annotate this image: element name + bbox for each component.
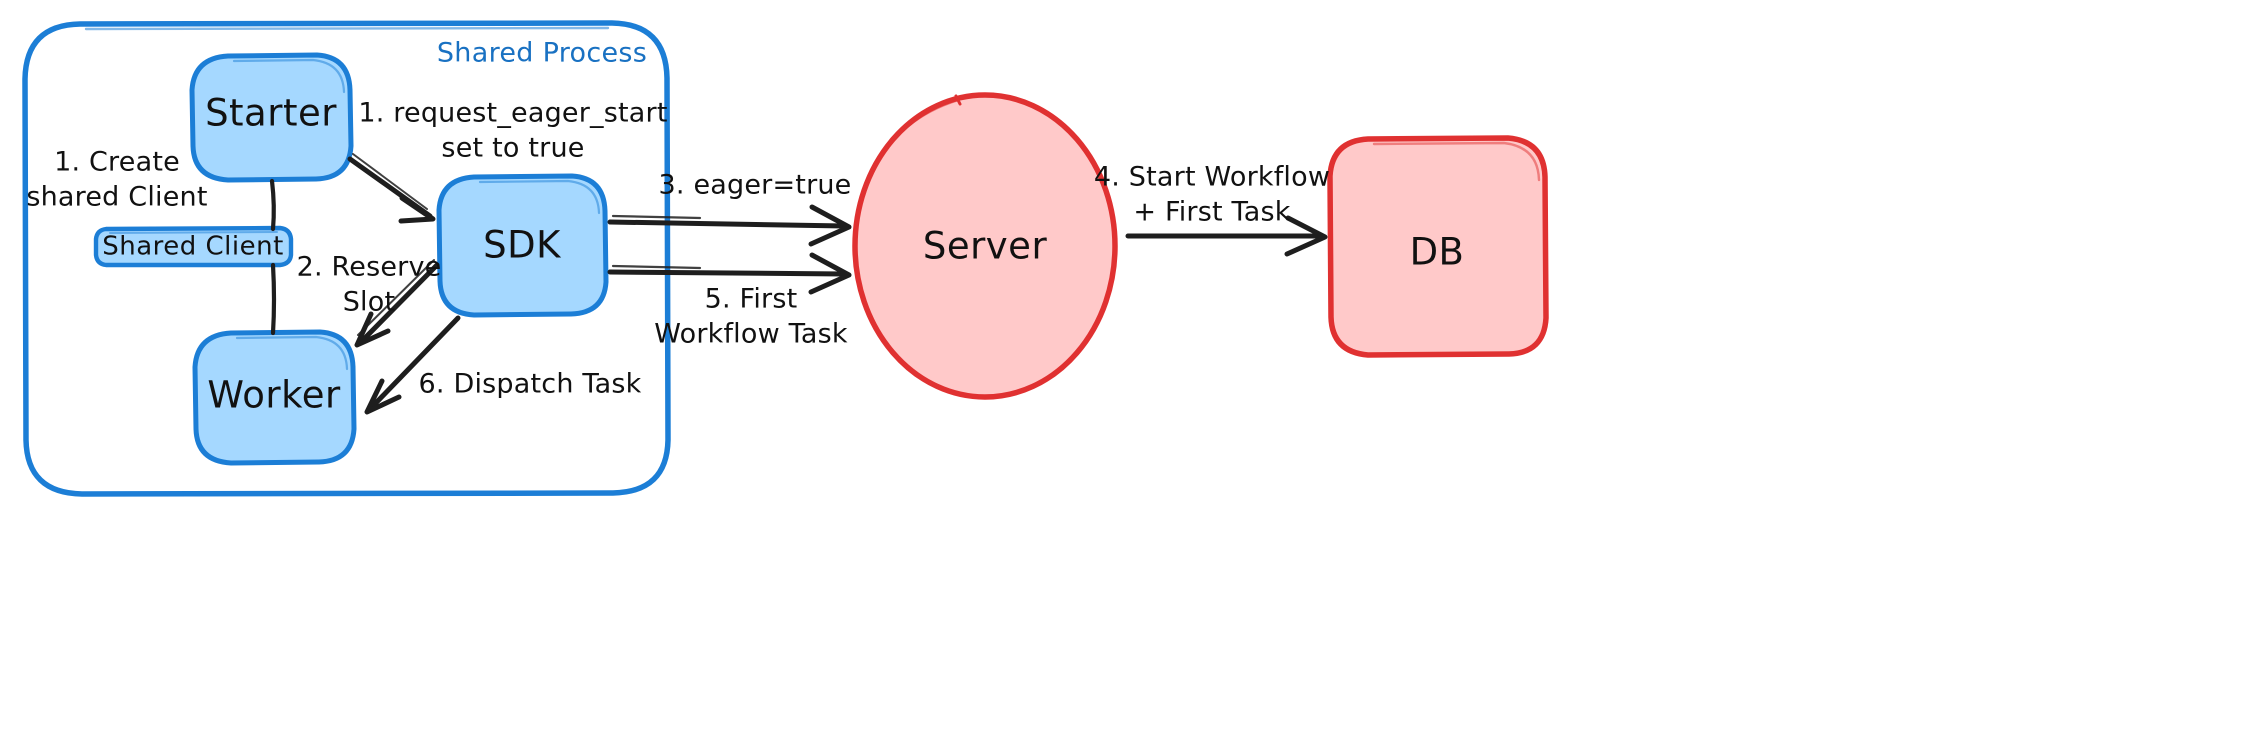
node-server-shape[interactable] bbox=[852, 92, 1118, 400]
edge-eager-true-arrow bbox=[607, 204, 852, 247]
edge-dispatch-task-arrow bbox=[364, 315, 461, 415]
edge-request-eager-start-arrow bbox=[347, 153, 436, 224]
edge-reserve-slot-arrow bbox=[354, 259, 440, 348]
node-db-shape[interactable] bbox=[1327, 135, 1549, 358]
edge-first-workflow-task-arrow bbox=[607, 252, 852, 295]
shared-process-container bbox=[22, 20, 671, 497]
node-worker-shape[interactable] bbox=[192, 329, 357, 466]
edge-start-workflow-arrow bbox=[1125, 215, 1328, 257]
edge-create-shared-client-line bbox=[269, 178, 277, 336]
node-shared-client-shape[interactable] bbox=[93, 225, 294, 268]
node-sdk-shape[interactable] bbox=[436, 173, 609, 318]
node-starter-shape[interactable] bbox=[189, 52, 354, 183]
